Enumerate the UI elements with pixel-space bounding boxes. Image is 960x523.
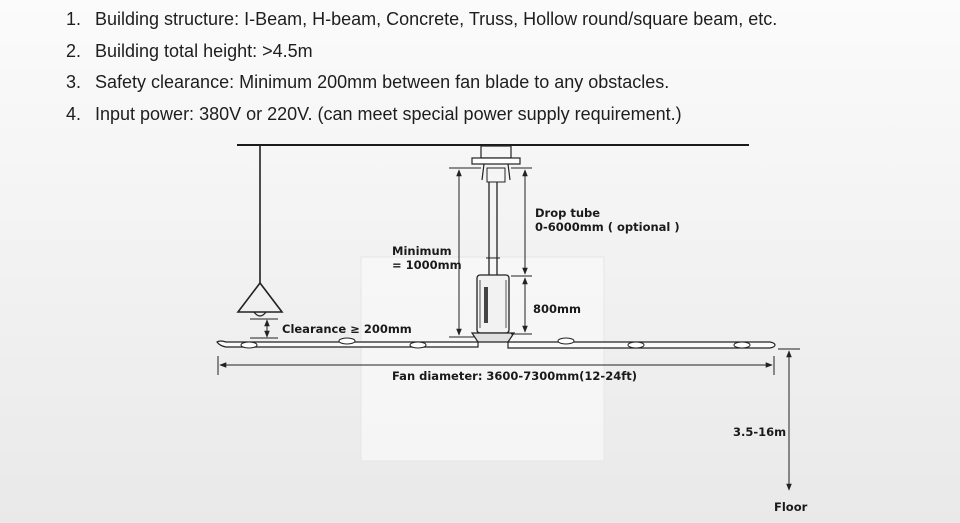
requirement-item: 3. Safety clearance: Minimum 200mm betwee…: [66, 67, 777, 99]
drop-tube-title: Drop tube: [535, 206, 600, 220]
drop-tube: [486, 182, 500, 275]
drop-tube-dimension: Drop tube 0-6000mm ( optional ): [511, 167, 680, 277]
requirement-text: Building structure: I-Beam, H-beam, Conc…: [95, 9, 778, 29]
drop-tube-range: 0-6000mm ( optional ): [535, 220, 680, 234]
requirement-number: 2.: [66, 40, 82, 61]
fan-motor: [470, 274, 516, 343]
requirement-number: 4.: [66, 103, 82, 124]
requirement-item: 4. Input power: 380V or 220V. (can meet s…: [66, 99, 777, 131]
requirement-text: Input power: 380V or 220V. (can meet spe…: [95, 103, 682, 124]
clearance-dimension: Clearance ≥ 200mm: [250, 318, 412, 339]
fan-blades: [216, 337, 776, 349]
minimum-label-line1: Minimum: [392, 244, 452, 258]
fan-mount-bracket: [471, 145, 521, 183]
requirement-number: 3.: [66, 72, 82, 92]
requirement-number: 1.: [66, 9, 82, 29]
obstacle-lamp-icon: [236, 145, 284, 317]
requirement-text: Safety clearance: Minimum 200mm between …: [95, 72, 670, 92]
requirements-list: 1. Building structure: I-Beam, H-beam, Co…: [66, 4, 777, 130]
motor-height-label: 800mm: [533, 302, 581, 316]
floor-label: Floor: [774, 500, 808, 514]
minimum-dimension: Minimum = 1000mm: [392, 167, 481, 338]
fan-diameter-label: Fan diameter: 3600-7300mm(12-24ft): [392, 369, 637, 383]
fan-height-dimension: 3.5-16m Floor: [733, 348, 808, 514]
clearance-label: Clearance ≥ 200mm: [282, 322, 412, 336]
fan-height-label: 3.5-16m: [733, 425, 786, 439]
requirement-item: 1. Building structure: I-Beam, H-beam, Co…: [66, 4, 777, 36]
motor-height-dimension: 800mm: [511, 277, 581, 335]
fan-diameter-dimension: Fan diameter: 3600-7300mm(12-24ft): [217, 356, 775, 383]
minimum-label-line2: = 1000mm: [392, 258, 462, 272]
requirement-item: 2. Building total height: >4.5m: [66, 36, 777, 68]
requirement-text: Building total height: >4.5m: [95, 40, 313, 61]
